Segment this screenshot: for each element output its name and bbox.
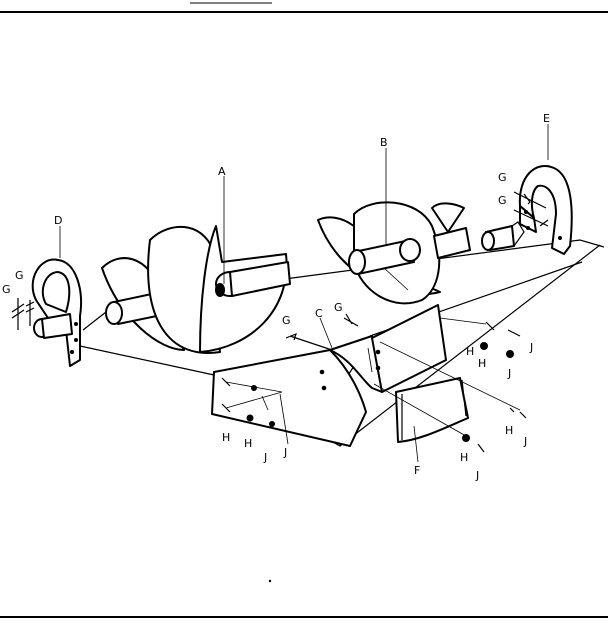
bearing-bracket-D bbox=[31, 258, 82, 367]
label-G-center-2: G bbox=[334, 301, 343, 314]
label-H-4: H bbox=[478, 357, 486, 370]
leader-lines bbox=[59, 124, 549, 463]
stray-mark bbox=[268, 579, 272, 583]
label-G-left-2: G bbox=[15, 269, 24, 282]
label-G-center-1: G bbox=[282, 314, 291, 327]
label-H-3: H bbox=[466, 345, 474, 358]
label-J-5: J bbox=[523, 435, 527, 448]
label-J-3: J bbox=[529, 341, 533, 354]
label-J-1: J bbox=[263, 451, 267, 464]
label-J-6: J bbox=[475, 469, 479, 482]
label-H-6: H bbox=[460, 451, 468, 464]
label-F: F bbox=[414, 464, 420, 477]
label-A: A bbox=[218, 165, 226, 178]
callout-labels: A B C D E F G G G G G G H H H H H H J J … bbox=[2, 112, 550, 482]
label-B: B bbox=[380, 136, 388, 149]
label-H-2: H bbox=[244, 437, 252, 450]
plate-F bbox=[395, 377, 469, 443]
auger-A bbox=[101, 225, 291, 354]
label-J-4: J bbox=[507, 367, 511, 380]
hardware bbox=[11, 191, 549, 453]
center-plate-C bbox=[211, 304, 447, 447]
label-C: C bbox=[315, 307, 323, 320]
label-J-2: J bbox=[283, 446, 287, 459]
label-H-1: H bbox=[222, 431, 230, 444]
label-E: E bbox=[543, 112, 550, 125]
label-G-left-1: G bbox=[2, 283, 11, 296]
label-G-right-1: G bbox=[498, 171, 507, 184]
bearing-bracket-E bbox=[518, 165, 573, 255]
label-G-right-2: G bbox=[498, 194, 507, 207]
auger-B bbox=[317, 201, 525, 305]
label-H-5: H bbox=[505, 424, 513, 437]
label-D: D bbox=[54, 214, 62, 227]
